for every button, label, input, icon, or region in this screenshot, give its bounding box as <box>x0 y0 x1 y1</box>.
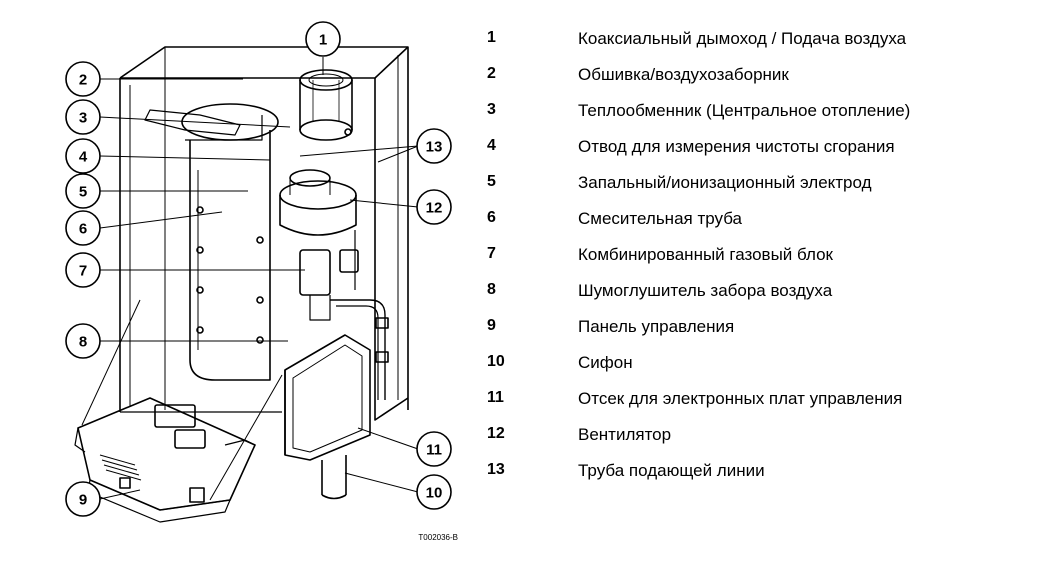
legend-number: 6 <box>487 209 496 226</box>
siphon <box>321 455 347 500</box>
legend-item: 4 Отвод для измерения чистоты сгорания <box>487 137 910 173</box>
callout-5: 5 <box>65 173 101 209</box>
svg-text:6: 6 <box>79 221 87 238</box>
boiler-diagram: 1 2 3 4 5 6 7 8 9 10 11 12 13 T002036-B <box>65 21 458 542</box>
leader-lines <box>99 57 419 500</box>
callout-4: 4 <box>65 138 101 174</box>
legend-text: Смесительная труба <box>578 209 742 228</box>
legend-item: 2 Обшивка/воздухозаборник <box>487 65 910 101</box>
svg-text:11: 11 <box>426 442 442 459</box>
callout-12: 12 <box>416 189 452 225</box>
legend-item: 3 Теплообменник (Центральное отопление) <box>487 101 910 137</box>
legend-number: 1 <box>487 29 496 46</box>
callouts: 1 2 3 4 5 6 7 8 9 10 11 12 13 <box>65 21 452 517</box>
legend-text: Шумоглушитель забора воздуха <box>578 281 833 300</box>
legend-text: Труба подающей линии <box>578 461 765 480</box>
legend-text: Отсек для электронных плат управления <box>578 389 903 408</box>
legend-text: Комбинированный газовый блок <box>578 245 833 264</box>
svg-text:2: 2 <box>79 72 87 89</box>
callout-9: 9 <box>65 481 101 517</box>
svg-text:7: 7 <box>79 263 87 280</box>
callout-10: 10 <box>416 474 452 510</box>
legend-number: 12 <box>487 425 505 442</box>
legend-text: Обшивка/воздухозаборник <box>578 65 789 84</box>
callout-3: 3 <box>65 99 101 135</box>
legend-number: 3 <box>487 101 496 118</box>
svg-text:5: 5 <box>79 184 87 201</box>
boiler-drawing <box>74 46 409 523</box>
callout-2: 2 <box>65 61 101 97</box>
casing <box>119 46 409 421</box>
legend-number: 11 <box>487 389 504 406</box>
legend-text: Панель управления <box>578 317 735 336</box>
legend-item: 10 Сифон <box>487 353 910 389</box>
svg-text:3: 3 <box>79 110 87 127</box>
callout-6: 6 <box>65 210 101 246</box>
heat-exchanger <box>144 103 279 381</box>
callout-7: 7 <box>65 252 101 288</box>
svg-text:1: 1 <box>319 32 327 49</box>
callout-13: 13 <box>416 128 452 164</box>
legend-text: Отвод для измерения чистоты сгорания <box>578 137 895 156</box>
legend-text: Коаксиальный дымоход / Подача воздуха <box>578 29 907 48</box>
fan <box>279 169 357 236</box>
callout-8: 8 <box>65 323 101 359</box>
legend-text: Сифон <box>578 353 633 372</box>
legend-item: 9 Панель управления <box>487 317 910 353</box>
legend-item: 11 Отсек для электронных плат управления <box>487 389 910 425</box>
gas-valve <box>299 230 389 400</box>
svg-text:8: 8 <box>79 334 87 351</box>
svg-text:9: 9 <box>79 492 87 509</box>
legend-number: 8 <box>487 281 496 298</box>
legend-number: 4 <box>487 137 496 154</box>
legend-item: 7 Комбинированный газовый блок <box>487 245 910 281</box>
legend-text: Вентилятор <box>578 425 672 444</box>
flue-pipe <box>299 69 353 141</box>
legend-number: 5 <box>487 173 496 190</box>
legend-item: 12 Вентилятор <box>487 425 910 461</box>
legend-item: 1 Коаксиальный дымоход / Подача воздуха <box>487 29 910 65</box>
legend-item: 5 Запальный/ионизационный электрод <box>487 173 910 209</box>
legend-number: 7 <box>487 245 496 262</box>
legend-item: 6 Смесительная труба <box>487 209 910 245</box>
legend-number: 10 <box>487 353 505 370</box>
svg-text:13: 13 <box>426 139 443 156</box>
callout-1: 1 <box>305 21 341 57</box>
legend-number: 9 <box>487 317 496 334</box>
legend-number: 2 <box>487 65 496 82</box>
control-panel <box>74 397 256 523</box>
svg-text:4: 4 <box>79 149 88 166</box>
svg-text:10: 10 <box>426 485 443 502</box>
legend-text: Теплообменник (Центральное отопление) <box>578 101 911 120</box>
figure-code: T002036-B <box>418 533 458 542</box>
legend-item: 13 Труба подающей линии <box>487 461 910 497</box>
svg-text:12: 12 <box>426 200 443 217</box>
legend-list: 1 Коаксиальный дымоход / Подача воздуха 2… <box>487 29 910 497</box>
callout-11: 11 <box>416 431 452 467</box>
legend-text: Запальный/ионизационный электрод <box>578 173 872 192</box>
legend-number: 13 <box>487 461 505 478</box>
legend-item: 8 Шумоглушитель забора воздуха <box>487 281 910 317</box>
electronics-box <box>284 334 371 461</box>
